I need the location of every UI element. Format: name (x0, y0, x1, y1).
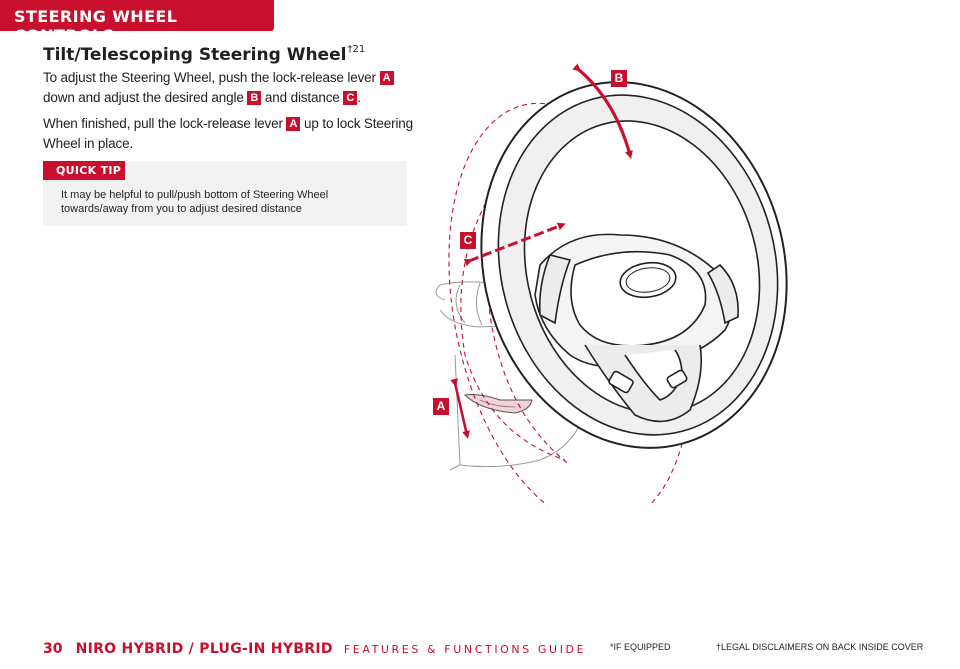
para1-text-3: and distance (261, 90, 344, 105)
lock-release-lever (463, 394, 533, 414)
title-footnote-ref: †21 (347, 44, 366, 55)
quick-tip-text: It may be helpful to pull/push bottom of… (61, 189, 329, 215)
callout-a: A (433, 398, 449, 415)
section-header-tab: STEERING WHEEL CONTROLS (0, 0, 274, 45)
ref-badge-b: B (247, 91, 262, 105)
ref-badge-a-2: A (286, 117, 301, 131)
page-title: Tilt/Telescoping Steering Wheel†21 (43, 44, 365, 65)
tilt-arrow-b (572, 63, 633, 159)
para2-text-1: When finished, pull the lock-release lev… (43, 116, 287, 131)
instruction-paragraph-2: When finished, pull the lock-release lev… (43, 114, 415, 154)
para1-text-4: . (357, 90, 361, 105)
ref-badge-a: A (379, 71, 394, 85)
ref-badge-c: C (343, 91, 358, 105)
steering-wheel-illustration (435, 63, 788, 505)
callout-c: C (460, 232, 476, 249)
page-title-text: Tilt/Telescoping Steering Wheel (43, 45, 347, 65)
steering-wheel-hub (534, 233, 739, 423)
telescope-arrow-c (463, 222, 566, 267)
page-number: 30 (43, 641, 63, 657)
footer-model-name: NIRO HYBRID / PLUG-IN HYBRID (75, 641, 333, 657)
footer-if-equipped: *IF EQUIPPED (610, 642, 671, 652)
para2-text-2: up to lock Steering Wheel in place. (43, 116, 414, 151)
lever-arrow-a (450, 378, 470, 439)
footer-guide-name: FEATURES & FUNCTIONS GUIDE (343, 643, 587, 656)
callout-b: B (611, 70, 627, 87)
para1-text-2: down and adjust the desired angle (43, 90, 248, 105)
footer-legal-note: †LEGAL DISCLAIMERS ON BACK INSIDE COVER (716, 642, 924, 652)
page-footer: 30 NIRO HYBRID / PLUG-IN HYBRID FEATURES… (43, 638, 586, 657)
quick-tip-label: QUICK TIP (43, 161, 125, 180)
para1-text-1: To adjust the Steering Wheel, push the l… (43, 70, 380, 85)
instruction-paragraph-1: To adjust the Steering Wheel, push the l… (43, 68, 415, 108)
